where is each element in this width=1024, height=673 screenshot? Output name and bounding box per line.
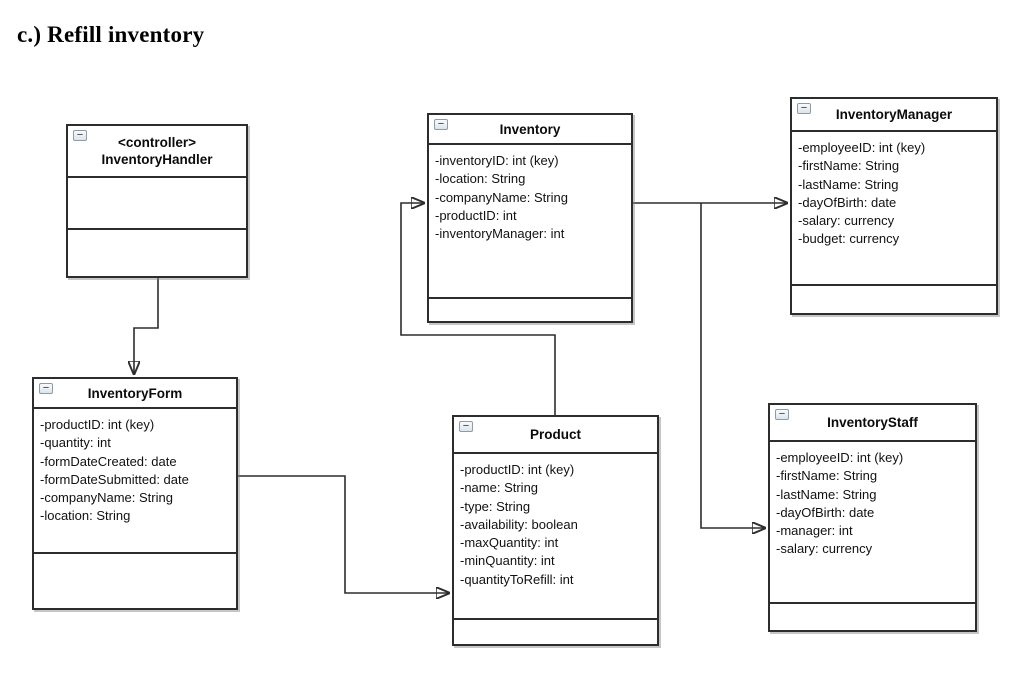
attribute-line: -firstName: String [776, 468, 878, 484]
methods-section-empty [34, 552, 236, 608]
class-header: − InventoryForm [34, 379, 236, 407]
methods-section-empty [68, 228, 246, 276]
attribute-line: -minQuantity: int [460, 553, 555, 569]
methods-section-empty [454, 618, 657, 644]
attribute-line: -inventoryID: int (key) [435, 153, 559, 168]
attribute-line: -employeeID: int (key) [798, 140, 926, 155]
class-title: InventoryForm [87, 385, 183, 401]
class-title: InventoryHandler [101, 152, 213, 167]
class-header: − InventoryStaff [770, 405, 975, 440]
attributes-section: -productID: int (key) -quantity: int -form… [34, 407, 236, 552]
attribute-line: -lastName: String [776, 486, 877, 502]
attribute-line: -productID: int (key) [40, 417, 155, 432]
attribute-line: -quantity: int [40, 435, 111, 451]
collapse-icon[interactable]: − [434, 119, 448, 130]
page-title: c.) Refill inventory [17, 22, 205, 47]
collapse-icon[interactable]: − [459, 421, 473, 432]
attribute-line: -lastName: String [798, 176, 899, 192]
attribute-line: -manager: int [776, 523, 853, 539]
class-header: − InventoryManager [792, 99, 996, 130]
collapse-icon[interactable]: − [39, 383, 53, 394]
class-header: − Product [454, 417, 657, 452]
attribute-line: -formDateCreated: date [40, 453, 177, 469]
attributes-section: -productID: int (key) -name: String -type:… [454, 452, 657, 618]
attribute-line: -salary: currency [776, 541, 873, 557]
class-stereotype: <controller> [117, 135, 197, 150]
attribute-line: -employeeID: int (key) [776, 450, 904, 465]
attributes-section: -employeeID: int (key) -firstName: String… [770, 440, 975, 602]
attribute-line: -inventoryManager: int [435, 226, 565, 242]
class-box-inventorystaff: − InventoryStaff -employeeID: int (key)-… [768, 403, 977, 632]
attribute-line: -productID: int [435, 207, 517, 223]
attribute-line: -name: String [460, 480, 539, 496]
class-title: InventoryManager [835, 107, 953, 122]
class-title: Inventory [499, 121, 561, 137]
attribute-line: -formDateSubmitted: date [40, 471, 189, 487]
collapse-icon[interactable]: − [797, 103, 811, 114]
attribute-line: -type: String [460, 498, 531, 514]
class-title: Product [529, 427, 581, 442]
attribute-line: -location: String [435, 171, 526, 187]
class-box-product: − Product -productID: int (key) -name: St… [452, 415, 659, 646]
class-box-inventoryhandler: − <controller> InventoryHandler [66, 124, 248, 278]
connector-inventory-to-staff [700, 203, 765, 528]
class-title: InventoryStaff [827, 415, 918, 430]
class-box-inventoryform: − InventoryForm -productID: int (key) -qu… [32, 377, 238, 610]
attributes-section-empty [68, 176, 246, 228]
collapse-icon[interactable]: − [73, 130, 87, 141]
attributes-section: -employeeID: int (key) -firstName: String… [792, 130, 996, 284]
attribute-line: -dayOfBirth: date [798, 194, 897, 210]
connector-handler-to-form [134, 278, 159, 374]
methods-section-empty [770, 602, 975, 630]
class-box-inventory: − Inventory -inventoryID: int (key) -loca… [427, 113, 633, 323]
attribute-line: -companyName: String [435, 189, 568, 205]
connector-form-to-product [238, 475, 449, 593]
attribute-line: -dayOfBirth: date [776, 504, 875, 520]
methods-section-empty [429, 297, 631, 321]
attribute-line: -location: String [40, 508, 131, 524]
attribute-line: -availability: boolean [460, 516, 578, 532]
attributes-section: -inventoryID: int (key) -location: String… [429, 143, 631, 297]
methods-section-empty [792, 284, 996, 313]
attribute-line: -firstName: String [798, 158, 900, 174]
attribute-line: -maxQuantity: int [460, 535, 559, 551]
collapse-icon[interactable]: − [775, 409, 789, 420]
class-header: − <controller> InventoryHandler [68, 126, 246, 176]
attribute-line: -budget: currency [798, 231, 900, 247]
attribute-line: -quantityToRefill: int [460, 571, 574, 587]
attribute-line: -salary: currency [798, 213, 895, 229]
attribute-line: -companyName: String [40, 490, 173, 506]
class-header: − Inventory [429, 115, 631, 143]
attribute-line: -productID: int (key) [460, 462, 575, 477]
class-box-inventorymanager: − InventoryManager -employeeID: int (key… [790, 97, 998, 315]
